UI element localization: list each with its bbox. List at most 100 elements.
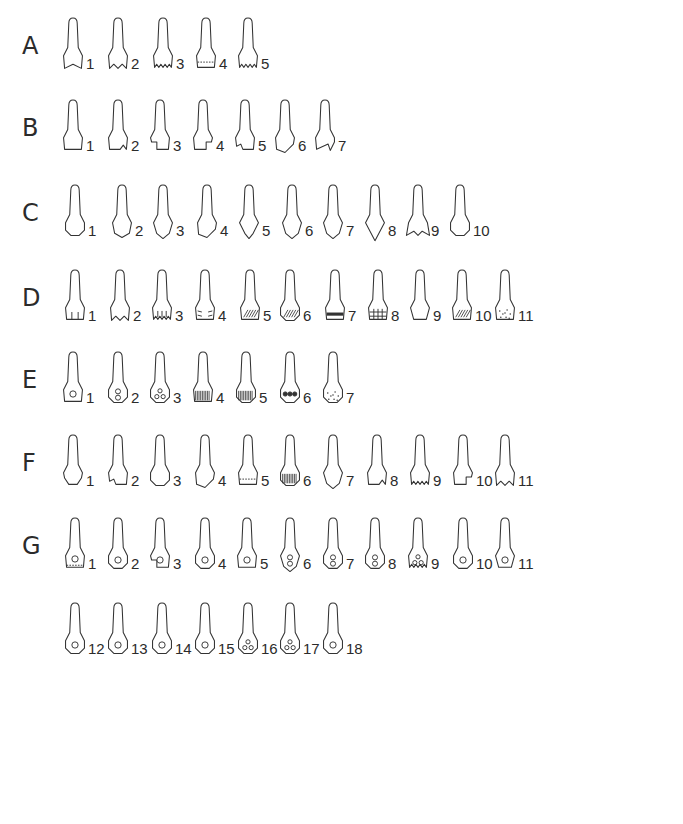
callout-number: 1 — [88, 556, 96, 571]
tooth-outline — [153, 270, 172, 319]
callout-number: 1 — [88, 223, 96, 238]
tooth-outline — [276, 100, 295, 153]
tooth-figure — [154, 185, 173, 239]
callout-number: 10 — [473, 223, 490, 238]
callout-number: 4 — [216, 390, 224, 405]
callout-number: 7 — [346, 556, 354, 571]
tooth-figure — [151, 352, 170, 402]
tooth-mark — [282, 474, 283, 483]
tooth-figure — [240, 185, 259, 239]
tooth-outline — [411, 435, 430, 484]
tooth-mark — [287, 474, 288, 483]
tooth-mark — [198, 315, 202, 316]
inlay-mark — [416, 555, 420, 559]
tooth-mark — [71, 312, 72, 319]
tooth-outline — [237, 352, 256, 402]
tooth-mark — [202, 391, 203, 400]
tooth-figure — [239, 18, 258, 67]
inlay-mark — [330, 555, 335, 560]
callout-number: 4 — [218, 308, 226, 323]
callout-number: 3 — [173, 138, 181, 153]
tooth-figure — [194, 352, 213, 401]
inlay-mark — [158, 389, 162, 393]
tooth-outline — [64, 352, 83, 401]
tooth-outline — [239, 18, 258, 67]
tooth-outline — [451, 185, 470, 235]
row-letter: G — [22, 534, 41, 558]
inlay-mark — [244, 557, 250, 563]
callout-number: 9 — [433, 308, 441, 323]
tooth-figure — [496, 518, 515, 567]
callout-number: 3 — [176, 56, 184, 71]
tooth-mark — [373, 309, 374, 320]
tooth-outline — [496, 435, 515, 485]
callout-number: 7 — [346, 390, 354, 405]
callout-number: 5 — [261, 473, 269, 488]
tooth-mark — [195, 391, 196, 400]
inlay-mark — [288, 392, 292, 396]
callout-number: 3 — [176, 223, 184, 238]
tooth-mark — [500, 317, 501, 318]
tooth-outline — [109, 100, 128, 149]
tooth-figure — [196, 518, 215, 568]
row-letter: B — [22, 116, 38, 140]
callout-number: 6 — [303, 473, 311, 488]
tooth-outline — [111, 270, 130, 320]
tooth-mark — [330, 395, 331, 396]
tooth-figure — [66, 603, 85, 653]
tooth-outline — [283, 185, 302, 239]
tooth-figure — [368, 435, 387, 484]
callout-number: 3 — [175, 308, 183, 323]
inlay-mark — [70, 391, 76, 397]
row-letter: F — [22, 451, 36, 475]
tooth-outline — [496, 270, 515, 319]
inlay-mark — [243, 646, 247, 650]
tooth-mark — [505, 317, 506, 318]
tooth-figure — [198, 185, 217, 238]
callout-number: 9 — [431, 556, 439, 571]
callout-number: 8 — [390, 473, 398, 488]
tooth-mark — [336, 400, 337, 401]
tooth-figure — [324, 185, 343, 239]
callout-number: 10 — [476, 556, 493, 571]
inlay-mark — [159, 642, 165, 648]
tooth-outline — [241, 270, 260, 319]
tooth-figure — [324, 435, 343, 489]
tooth-outline — [66, 185, 85, 235]
tooth-mark — [466, 310, 470, 317]
callout-number: 7 — [348, 308, 356, 323]
tooth-figure — [151, 100, 170, 149]
tooth-mark — [333, 399, 334, 400]
tooth-mark — [245, 391, 246, 400]
tooth-figure — [411, 270, 430, 319]
tooth-mark — [294, 474, 295, 483]
tooth-figure — [366, 185, 385, 241]
tooth-outline — [196, 603, 215, 653]
tooth-figure — [369, 270, 388, 319]
tooth-mark — [238, 391, 239, 400]
tooth-mark — [499, 310, 500, 311]
tooth-outline — [411, 270, 430, 319]
tooth-figure — [241, 270, 260, 319]
callout-number: 11 — [518, 556, 534, 571]
tooth-outline — [66, 518, 85, 567]
inlay-mark — [157, 557, 163, 563]
tooth-figure — [324, 352, 343, 402]
tooth-figure — [283, 185, 302, 239]
callout-number: 1 — [88, 308, 96, 323]
tooth-mark — [243, 391, 244, 400]
tooth-figure — [66, 518, 85, 567]
callout-number: 1 — [86, 138, 94, 153]
callout-number: 2 — [131, 56, 139, 71]
callout-number: 3 — [173, 556, 181, 571]
tooth-mark — [247, 391, 248, 400]
tooth-mark — [200, 391, 201, 400]
tooth-outline — [64, 100, 83, 149]
tooth-outline — [151, 518, 170, 567]
tooth-figure — [109, 352, 128, 402]
tooth-figure — [151, 435, 170, 485]
tooth-mark — [502, 313, 503, 314]
callout-number: 15 — [218, 641, 235, 656]
tooth-mark — [166, 311, 167, 317]
tooth-figure — [324, 518, 343, 568]
